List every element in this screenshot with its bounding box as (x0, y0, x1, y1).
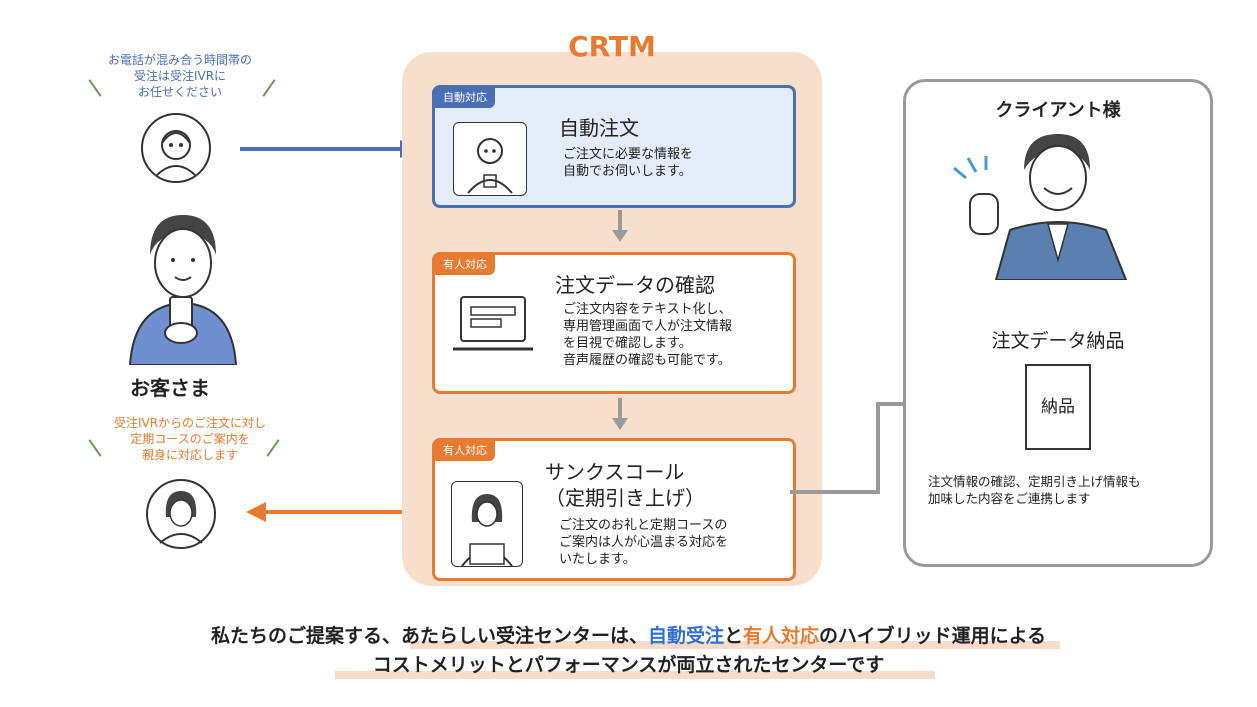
card-tag: 有人対応 (435, 255, 495, 275)
callout-line: お電話が混み合う時間帯の (107, 53, 252, 67)
bottom-message-line2: コストメリットとパフォーマンスが両立されたセンターです (372, 654, 885, 676)
message-text: 私たちのご提案する、あたらしい受注センターは、 (210, 625, 648, 647)
desc-line: ご注文内容をテキスト化し、 (563, 302, 732, 317)
card-description: ご注文内容をテキスト化し、 専用管理画面で人が注文情報 を目視で確認します。 音… (563, 301, 732, 369)
robot-operator-icon (141, 113, 211, 183)
message-text: と (723, 625, 743, 647)
robot-icon (453, 122, 527, 196)
thanks-call-card: 有人対応 サンクスコール （定期引き上げ） ご注文のお礼と定期コースの ご案内は… (432, 438, 796, 581)
card-description: ご注文のお礼と定期コースの ご案内は人が心温まる対応を いたします。 (559, 517, 728, 568)
callout-line: お任せください (137, 85, 222, 99)
document-icon: 納品 (1025, 364, 1091, 450)
card-title: 注文データの確認 (555, 273, 715, 297)
card-title: 自動注文 (559, 116, 639, 140)
card-tag: 有人対応 (435, 441, 495, 461)
callout-line: 親身に対応します (141, 448, 238, 462)
callout-line: 受注は受注IVRに (133, 69, 227, 83)
down-arrow (612, 398, 628, 430)
desc-line: を目視で確認します。 (563, 336, 692, 351)
message-text: のハイブリッド運用による (819, 625, 1047, 647)
down-arrow (612, 210, 628, 242)
orange-arrow (246, 502, 420, 522)
desc-line: ご注文に必要な情報を (563, 147, 694, 162)
operator-icon (146, 479, 216, 549)
ivr-callout: お電話が混み合う時間帯の 受注は受注IVRに お任せください (70, 52, 290, 100)
customer-label: お客さま (130, 376, 210, 400)
card-tag: 自動対応 (435, 88, 495, 108)
desc-line: ご案内は人が心温まる対応を (559, 535, 729, 550)
followup-callout: 受注IVRからのご注文に対し 定期コースのご案内を 親身に対応します (80, 415, 300, 463)
desc-line: ご注文のお礼と定期コースの (559, 518, 728, 533)
human-highlight: 有人対応 (742, 625, 819, 647)
desc-line: 注文情報の確認、定期引き上げ情報も (928, 474, 1141, 489)
card-description: ご注文に必要な情報を 自動でお伺いします。 (563, 146, 693, 180)
delivery-label: 注文データ納品 (991, 330, 1125, 352)
crtm-title: CRTM (568, 30, 656, 63)
desc-line: いたします。 (559, 552, 636, 567)
desc-line: 自動でお伺いします。 (563, 164, 692, 179)
callout-line: 受注IVRからのご注文に対し (113, 416, 267, 430)
highlight-bar (335, 671, 935, 679)
client-illustration (953, 134, 1128, 280)
title-line: サンクスコール (545, 460, 685, 484)
title-line: （定期引き上げ） (545, 486, 705, 510)
client-description: 注文情報の確認、定期引き上げ情報も 加味した内容をご連携します (928, 473, 1208, 507)
desc-line: 加味した内容をご連携します (928, 491, 1091, 506)
desc-line: 専用管理画面で人が注文情報 (563, 319, 733, 334)
highlight-bar (410, 641, 1060, 649)
desc-line: 音声履歴の確認も可能です。 (563, 353, 731, 368)
auto-highlight: 自動受注 (647, 625, 724, 647)
blue-arrow (240, 140, 418, 158)
client-title: クライアント様 (995, 100, 1121, 121)
auto-order-card: 自動対応 自動注文 ご注文に必要な情報を 自動でお伺いします。 (432, 85, 796, 208)
document-label: 納品 (1041, 397, 1075, 417)
bottom-message-line1: 私たちのご提案する、あたらしい受注センターは、自動受注と有人対応のハイブリッド運… (0, 621, 1257, 648)
callout-line: 定期コースのご案内を (130, 432, 250, 446)
laptop-icon (453, 293, 533, 361)
card-title: サンクスコール （定期引き上げ） (545, 459, 705, 511)
order-check-card: 有人対応 注文データの確認 ご注文内容をテキスト化し、 専用管理画面で人が注文情… (432, 252, 796, 394)
operator-pc-icon (451, 481, 523, 567)
customer-illustration (128, 215, 238, 365)
